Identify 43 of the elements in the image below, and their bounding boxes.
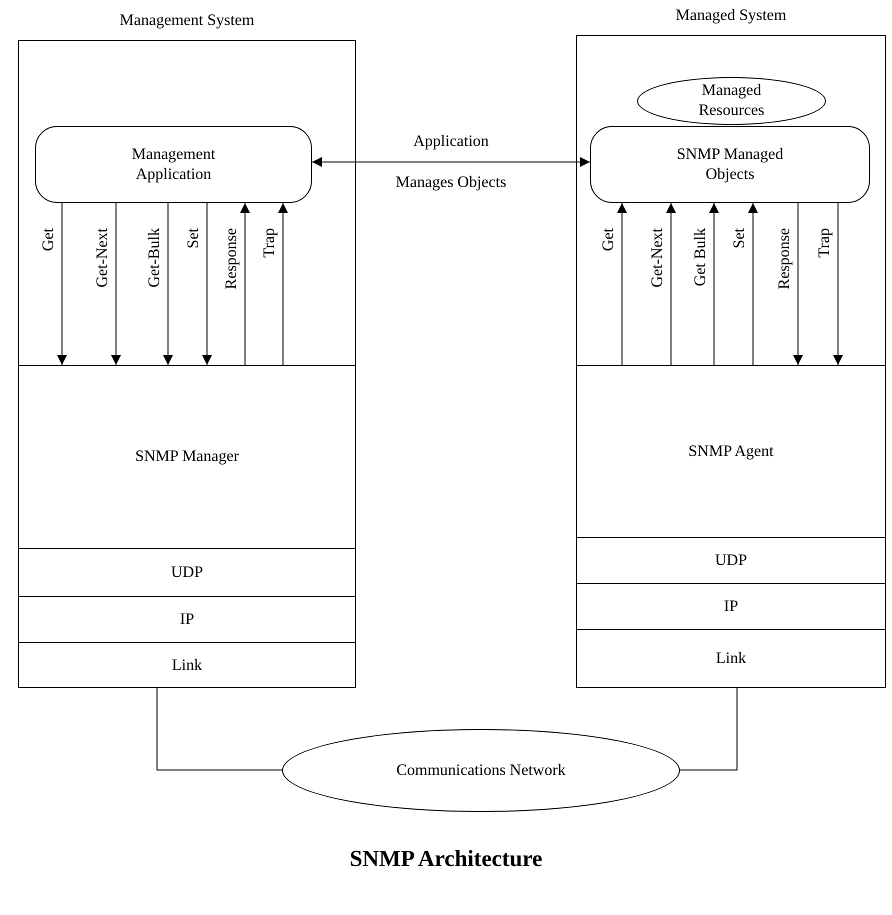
- layer-box: IP: [18, 596, 356, 642]
- arrow: [793, 202, 803, 366]
- edge-label: Response: [223, 228, 241, 290]
- arrow: [278, 202, 288, 366]
- arrow: [202, 202, 212, 366]
- box-heading: Managed System: [674, 6, 788, 26]
- arrow: [709, 202, 719, 366]
- arrow: [111, 202, 121, 366]
- ellipse-node: Managed Resources: [637, 77, 826, 125]
- layer-box: Link: [18, 642, 356, 688]
- diagram-title: SNMP Architecture: [348, 846, 544, 872]
- arrow: [312, 157, 590, 167]
- ellipse-node: Communications Network: [282, 729, 680, 812]
- edge-label: Trap: [261, 228, 279, 258]
- layer-box: SNMP Agent: [576, 365, 886, 537]
- edge-label: Trap: [816, 228, 834, 258]
- layer-box: Link: [576, 629, 886, 688]
- edge-label: Get: [40, 228, 58, 252]
- arrow: [748, 202, 758, 366]
- edge-label: Response: [776, 228, 794, 290]
- layer-box: UDP: [576, 537, 886, 583]
- edge-label: Set: [185, 228, 203, 248]
- connector-line: [156, 688, 282, 770]
- box-heading: Management System: [118, 11, 256, 31]
- layer-box: IP: [576, 583, 886, 629]
- rounded-box: SNMP Managed Objects: [590, 126, 870, 203]
- arrow: [163, 202, 173, 366]
- edge-label: Get-Next: [94, 228, 112, 288]
- rounded-box: Management Application: [35, 126, 312, 203]
- edge-label: Get-Next: [649, 228, 667, 288]
- edge-label: Get-Bulk: [146, 228, 164, 288]
- arrow: [240, 202, 250, 366]
- connector-line: [680, 688, 738, 770]
- edge-label: Get Bulk: [692, 228, 710, 286]
- arrow: [833, 202, 843, 366]
- layer-box: UDP: [18, 548, 356, 596]
- layer-box: SNMP Manager: [18, 365, 356, 548]
- arrow: [666, 202, 676, 366]
- edge-label: Get: [600, 228, 618, 252]
- arrow: [57, 202, 67, 366]
- edge-label: Set: [731, 228, 749, 248]
- arrow: [617, 202, 627, 366]
- edge-label: Application Manages Objects: [394, 132, 508, 193]
